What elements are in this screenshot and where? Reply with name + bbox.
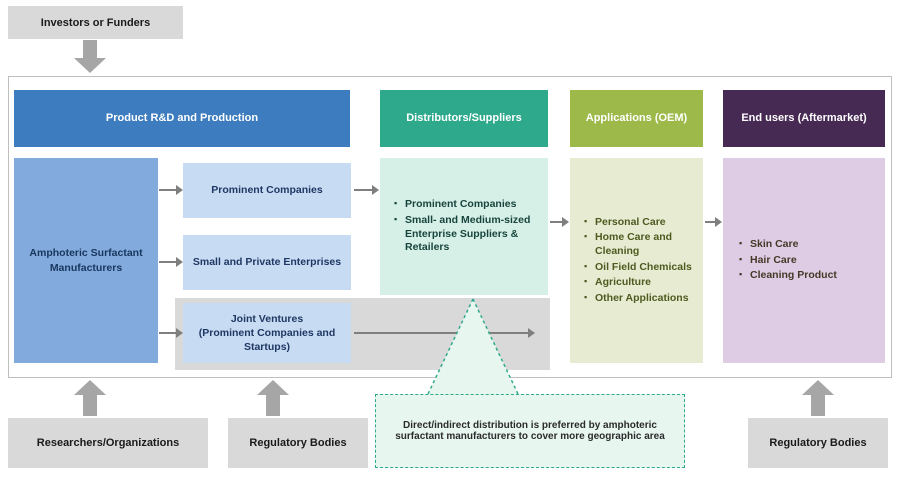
manufacturers-box: Amphoteric Surfactant Manufacturers — [14, 158, 158, 363]
list-item: Oil Field Chemicals — [584, 261, 697, 275]
list-item: Home Care and Cleaning — [584, 231, 697, 258]
up-arrow-head — [257, 380, 289, 395]
callout-box: Direct/indirect distribution is preferre… — [375, 394, 685, 468]
joint-ventures-label: Joint Ventures (Prominent Companies and … — [198, 312, 336, 354]
up-arrow — [266, 395, 280, 416]
flow-arrow — [550, 217, 569, 227]
investors-label: Investors or Funders — [40, 16, 151, 29]
header-applications: Applications (OEM) — [570, 90, 703, 147]
header-applications-label: Applications (OEM) — [585, 111, 688, 124]
distributors-content-box: Prominent Companies Small- and Medium-si… — [380, 158, 548, 295]
end-users-content-box: Skin Care Hair Care Cleaning Product — [723, 158, 885, 363]
applications-content-box: Personal Care Home Care and Cleaning Oil… — [570, 158, 703, 363]
down-arrow-head — [74, 58, 106, 73]
flow-arrow — [159, 257, 183, 267]
header-product-rd-label: Product R&D and Production — [105, 111, 259, 124]
end-users-list: Skin Care Hair Care Cleaning Product — [739, 236, 877, 285]
manufacturers-label: Amphoteric Surfactant Manufacturers — [29, 247, 143, 274]
list-item: Prominent Companies — [394, 198, 538, 212]
list-item: Small- and Medium-sized Enterprise Suppl… — [394, 214, 538, 255]
up-arrow-head — [802, 380, 834, 395]
flow-arrow — [354, 185, 379, 195]
list-item: Agriculture — [584, 276, 697, 290]
header-end-users: End users (Aftermarket) — [723, 90, 885, 147]
regulatory-bodies-left-box: Regulatory Bodies — [228, 418, 368, 468]
flow-arrow — [705, 217, 722, 227]
list-item: Cleaning Product — [739, 269, 877, 283]
flow-arrow — [159, 328, 183, 338]
callout-pointer — [427, 298, 519, 395]
callout-text: Direct/indirect distribution is preferre… — [395, 420, 665, 442]
up-arrow — [811, 395, 825, 416]
prominent-companies-label: Prominent Companies — [211, 184, 323, 197]
joint-ventures-box: Joint Ventures (Prominent Companies and … — [183, 303, 351, 363]
up-arrow — [83, 395, 97, 416]
list-item: Personal Care — [584, 216, 697, 230]
flow-arrow — [354, 328, 535, 338]
small-private-enterprises-label: Small and Private Enterprises — [192, 256, 342, 269]
small-private-enterprises-box: Small and Private Enterprises — [183, 235, 351, 290]
header-distributors-label: Distributors/Suppliers — [406, 111, 522, 124]
regulatory-bodies-right-label: Regulatory Bodies — [769, 437, 867, 449]
researchers-label: Researchers/Organizations — [36, 437, 180, 449]
applications-list: Personal Care Home Care and Cleaning Oil… — [584, 214, 697, 308]
distributors-list: Prominent Companies Small- and Medium-si… — [394, 196, 538, 257]
flow-arrow — [159, 185, 183, 195]
list-item: Hair Care — [739, 254, 877, 268]
header-end-users-label: End users (Aftermarket) — [741, 111, 867, 124]
list-item: Skin Care — [739, 238, 877, 252]
header-product-rd: Product R&D and Production — [14, 90, 350, 147]
up-arrow-head — [74, 380, 106, 395]
regulatory-bodies-left-label: Regulatory Bodies — [249, 437, 347, 449]
investors-box: Investors or Funders — [8, 6, 183, 39]
researchers-box: Researchers/Organizations — [8, 418, 208, 468]
list-item: Other Applications — [584, 292, 697, 306]
down-arrow — [83, 40, 97, 58]
header-distributors: Distributors/Suppliers — [380, 90, 548, 147]
prominent-companies-box: Prominent Companies — [183, 163, 351, 218]
regulatory-bodies-right-box: Regulatory Bodies — [748, 418, 888, 468]
